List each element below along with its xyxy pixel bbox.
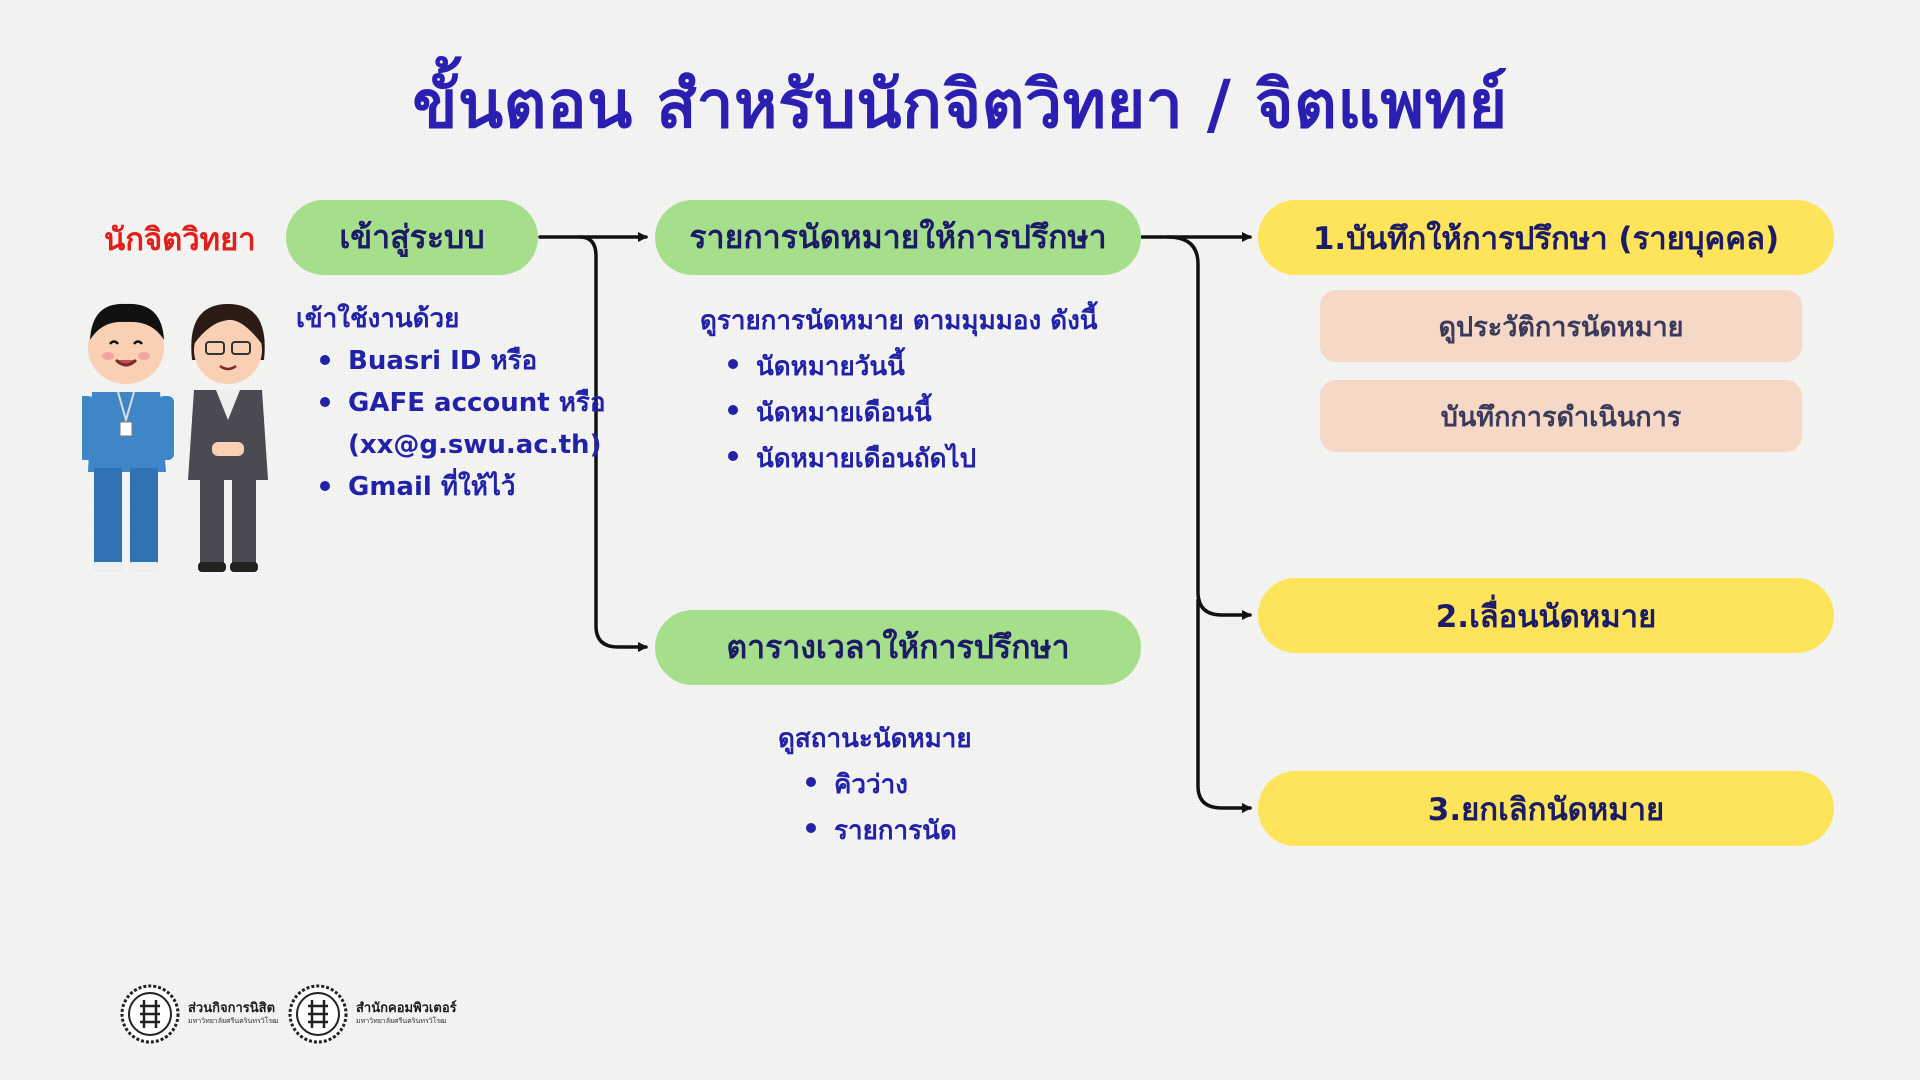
list-item: นัดหมายวันนี้ [726, 344, 1180, 390]
university-seal-icon [120, 984, 180, 1044]
footer-org-name: สำนักคอมพิวเตอร์ [356, 1001, 457, 1016]
appointments-step-label: รายการนัดหมายให้การปรึกษา [689, 218, 1107, 256]
sub-action-label: บันทึกการดำเนินการ [1440, 401, 1682, 433]
login-intro: เข้าใช้งานด้วย [296, 304, 460, 334]
arrow-appointments-to-action3 [1196, 598, 1252, 813]
footer-org-name: ส่วนกิจการนิสิต [188, 1001, 276, 1016]
page-title: ขั้นตอน สำหรับนักจิตวิทยา / จิตแพทย์ [412, 66, 1508, 143]
role-label: นักจิตวิทยา [104, 222, 256, 258]
footer-logo-computer-center: สำนักคอมพิวเตอร์ มหาวิทยาลัยศรีนครินทรวิ… [288, 984, 457, 1044]
footer-org-sub: มหาวิทยาลัยศรีนครินทรวิโรฒ [356, 1017, 447, 1025]
list-item: คิวว่าง [804, 762, 1078, 808]
university-seal-icon [288, 984, 348, 1044]
schedule-step: ตารางเวลาให้การปรึกษา [655, 610, 1141, 685]
schedule-info: ดูสถานะนัดหมาย คิวว่าง รายการนัด [778, 716, 1078, 854]
footer-org-sub: มหาวิทยาลัยศรีนครินทรวิโรฒ [188, 1017, 279, 1025]
login-info: เข้าใช้งานด้วย Buasri ID หรือ GAFE accou… [296, 298, 616, 508]
footer-logo-student-affairs: ส่วนกิจการนิสิต มหาวิทยาลัยศรีนครินทรวิโ… [120, 984, 279, 1044]
schedule-intro: ดูสถานะนัดหมาย [778, 724, 972, 754]
action-reschedule: 2.เลื่อนนัดหมาย [1258, 578, 1834, 653]
list-item: Buasri ID หรือ [318, 340, 616, 382]
login-step-label: เข้าสู่ระบบ [339, 218, 485, 256]
list-item: Gmail ที่ให้ไว้ [318, 466, 616, 508]
man-figure [82, 303, 174, 572]
login-step: เข้าสู่ระบบ [286, 200, 538, 275]
appointments-step: รายการนัดหมายให้การปรึกษา [655, 200, 1141, 275]
action-label: 3.ยกเลิกนัดหมาย [1427, 791, 1665, 828]
list-item: รายการนัด [804, 808, 1078, 854]
woman-figure [188, 304, 268, 572]
people-illustration [82, 303, 268, 572]
action-cancel: 3.ยกเลิกนัดหมาย [1258, 771, 1834, 846]
sub-action-view-history: ดูประวัติการนัดหมาย [1320, 290, 1802, 362]
action-record-counseling: 1.บันทึกให้การปรึกษา (รายบุคคล) [1258, 200, 1834, 275]
arrow-login-to-schedule [578, 235, 648, 652]
schedule-status-list: คิวว่าง รายการนัด [804, 762, 1078, 854]
action-label: 1.บันทึกให้การปรึกษา (รายบุคคล) [1312, 220, 1780, 257]
schedule-step-label: ตารางเวลาให้การปรึกษา [726, 628, 1070, 666]
list-item: นัดหมายเดือนนี้ [726, 390, 1180, 436]
list-item: นัดหมายเดือนถัดไป [726, 436, 1180, 482]
sub-action-label: ดูประวัติการนัดหมาย [1438, 311, 1684, 343]
login-methods-list: Buasri ID หรือ GAFE account หรือ (xx@g.s… [318, 340, 616, 508]
list-item: (xx@g.swu.ac.th) [348, 430, 602, 460]
sub-action-record-progress: บันทึกการดำเนินการ [1320, 380, 1802, 452]
list-item: GAFE account หรือ [318, 382, 616, 424]
appointments-info: ดูรายการนัดหมาย ตามมุมมอง ดังนี้ นัดหมาย… [700, 298, 1180, 482]
arrow-appointments-to-action2 [1166, 235, 1252, 620]
action-label: 2.เลื่อนนัดหมาย [1435, 598, 1657, 635]
appointments-views-list: นัดหมายวันนี้ นัดหมายเดือนนี้ นัดหมายเดื… [726, 344, 1180, 482]
appointments-intro: ดูรายการนัดหมาย ตามมุมมอง ดังนี้ [700, 306, 1098, 336]
